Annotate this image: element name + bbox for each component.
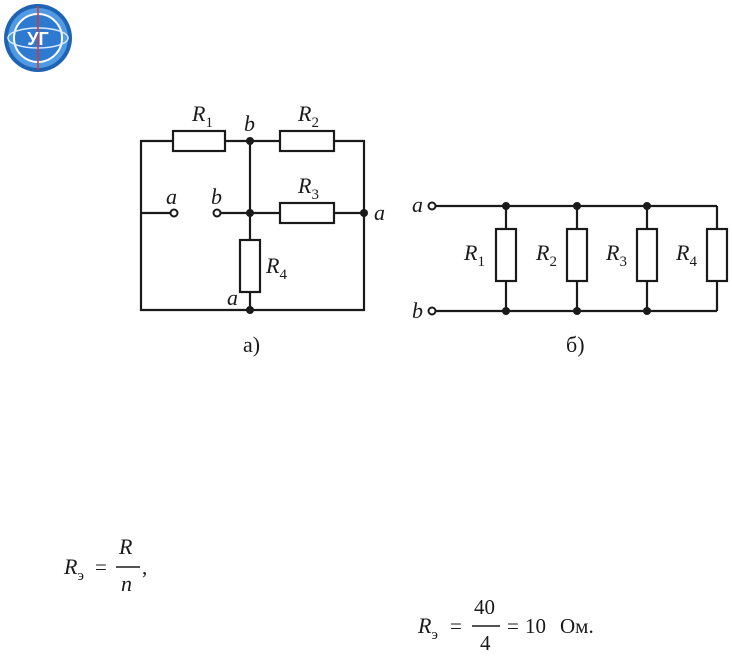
terminal-b-a xyxy=(427,201,437,211)
label-node-a-bottom: a xyxy=(227,285,238,310)
formula-general-lhs: Rэ xyxy=(63,554,84,584)
caption-b: б) xyxy=(566,332,585,357)
formula-value-eq2: = xyxy=(507,614,519,638)
circuit-b: a b R1 R2 R3 R4 б) xyxy=(412,192,729,357)
terminal-b-left xyxy=(212,208,222,218)
formula-general-num: R xyxy=(118,534,133,559)
node-b-top xyxy=(246,137,254,145)
label-node-a-right: a xyxy=(374,200,385,225)
label-node-a-left: a xyxy=(166,184,177,209)
resistor-r2 xyxy=(278,129,336,153)
formula-value-den: 4 xyxy=(480,631,491,655)
label-terminal-b: b xyxy=(412,298,423,323)
caption-a: а) xyxy=(243,332,260,357)
label-terminal-a: a xyxy=(412,192,423,217)
label-b-r1: R1 xyxy=(463,240,485,270)
label-node-b-top: b xyxy=(244,111,255,136)
resistor-b-r3 xyxy=(635,227,659,283)
label-b-r4: R4 xyxy=(675,240,697,270)
formula-general-tail: , xyxy=(142,555,147,579)
formula-value-eq: = xyxy=(450,614,462,638)
formula-general-den: n xyxy=(121,571,132,596)
university-emblem-icon: УГ xyxy=(4,4,72,72)
node-a-right xyxy=(360,209,368,217)
formula-value-result: 10 xyxy=(525,614,546,638)
resistor-b-r4 xyxy=(705,227,729,283)
label-node-b-left: b xyxy=(211,184,222,209)
label-r2: R2 xyxy=(297,101,319,131)
label-r3: R3 xyxy=(297,173,319,203)
resistor-r4 xyxy=(238,238,262,294)
terminal-b-b xyxy=(427,306,437,316)
formula-value-unit: Ом. xyxy=(560,614,594,638)
resistor-b-r1 xyxy=(494,227,518,283)
label-b-r3: R3 xyxy=(605,240,627,270)
formula-value-lhs: Rэ xyxy=(417,613,438,643)
circuit-a: R1 R2 R3 R4 b b a a a а) xyxy=(139,101,385,357)
formula-value: Rэ = 40 4 = 10 Ом. xyxy=(417,595,594,655)
formula-value-num: 40 xyxy=(474,595,495,619)
resistor-r1 xyxy=(171,129,227,153)
label-r1: R1 xyxy=(191,101,213,131)
formula-general: Rэ = R n , xyxy=(63,534,147,596)
resistor-r3 xyxy=(278,201,336,225)
label-b-r2: R2 xyxy=(535,240,557,270)
formula-general-eq: = xyxy=(95,555,107,579)
label-r4: R4 xyxy=(265,253,287,283)
node-middle xyxy=(246,209,254,217)
logo-mark: УГ xyxy=(27,29,48,49)
terminal-a-left xyxy=(169,208,179,218)
node-a-bottom xyxy=(246,306,254,314)
resistor-b-r2 xyxy=(565,227,589,283)
